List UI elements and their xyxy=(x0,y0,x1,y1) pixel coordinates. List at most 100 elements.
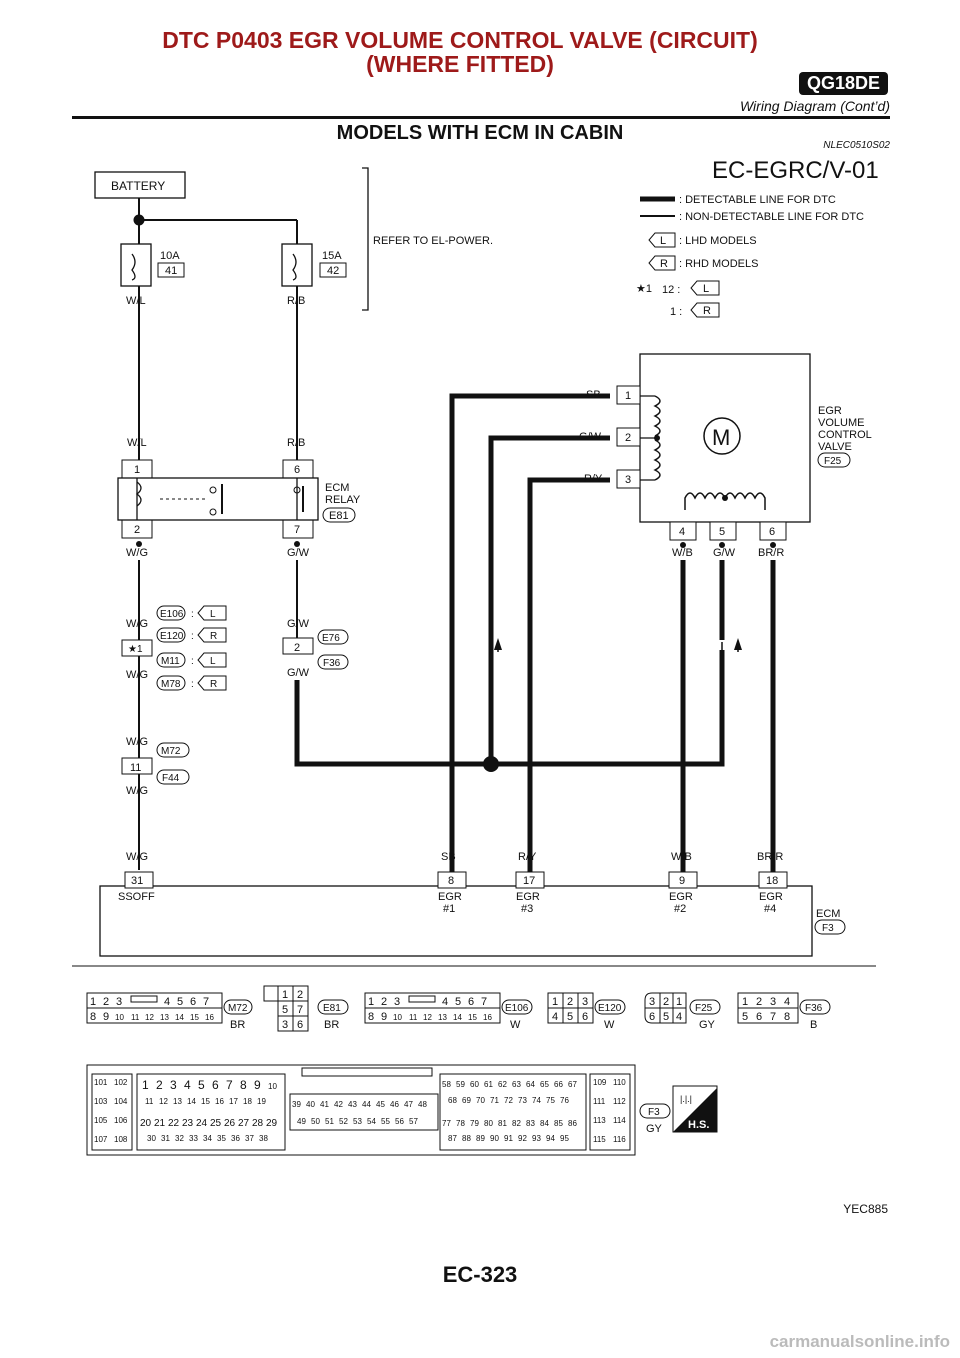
svg-text:5: 5 xyxy=(455,996,461,1008)
svg-text:BR/R: BR/R xyxy=(757,851,783,863)
image-code: YEC885 xyxy=(843,1202,888,1216)
svg-text:L: L xyxy=(703,283,709,295)
battery: BATTERY xyxy=(94,171,186,199)
svg-text:2: 2 xyxy=(381,996,387,1008)
svg-text:: DETECTABLE LINE FOR DTC: : DETECTABLE LINE FOR DTC xyxy=(679,194,836,206)
svg-text:10: 10 xyxy=(115,1013,124,1022)
svg-text:F3: F3 xyxy=(648,1107,660,1118)
page-subtitle: Wiring Diagram (Cont’d) xyxy=(739,98,890,114)
svg-text:F25: F25 xyxy=(824,456,842,467)
diagram-id: EC-EGRC/V-01 xyxy=(712,157,879,184)
svg-text:11: 11 xyxy=(131,1013,140,1022)
direction-arrows xyxy=(494,638,742,652)
svg-text:93: 93 xyxy=(532,1134,541,1143)
svg-text:: RHD MODELS: : RHD MODELS xyxy=(679,258,758,270)
svg-text:46: 46 xyxy=(390,1100,399,1109)
svg-text:BATTERY: BATTERY xyxy=(111,179,165,193)
svg-text:101: 101 xyxy=(94,1078,108,1087)
svg-text:G/W: G/W xyxy=(579,431,602,443)
svg-text:12 :: 12 : xyxy=(662,284,680,296)
svg-text:6: 6 xyxy=(190,996,196,1008)
svg-text:M: M xyxy=(712,425,730,450)
svg-text:87: 87 xyxy=(448,1134,457,1143)
svg-text:15: 15 xyxy=(190,1013,199,1022)
detectable-lines xyxy=(294,393,776,872)
ecm-terminal-18: BR/R 18 EGR #4 xyxy=(757,851,788,915)
svg-text:E81: E81 xyxy=(329,510,349,522)
svg-text:1: 1 xyxy=(282,989,288,1001)
ecm-block-b: 1 2 3 4 5 6 7 8 9 10 11 12 13 14 15 16 1… xyxy=(136,1073,286,1151)
svg-text:R: R xyxy=(703,305,711,317)
svg-text:3: 3 xyxy=(116,996,122,1008)
svg-text:19: 19 xyxy=(257,1097,266,1106)
svg-text:EC-EGRC/V-01: EC-EGRC/V-01 xyxy=(712,157,879,184)
svg-text:79: 79 xyxy=(470,1119,479,1128)
svg-text:103: 103 xyxy=(94,1097,108,1106)
svg-text:R: R xyxy=(210,631,217,642)
svg-text:34: 34 xyxy=(203,1134,212,1143)
svg-text:GY: GY xyxy=(646,1123,663,1135)
svg-text:W/G: W/G xyxy=(126,669,148,681)
svg-text:53: 53 xyxy=(353,1117,362,1126)
svg-text:16: 16 xyxy=(215,1097,224,1106)
svg-text:17: 17 xyxy=(523,875,535,887)
svg-text:2: 2 xyxy=(625,432,631,444)
svg-text:E106: E106 xyxy=(160,609,184,620)
svg-text:61: 61 xyxy=(484,1080,493,1089)
engine-badge: QG18DE xyxy=(798,72,888,95)
svg-text:★1: ★1 xyxy=(636,283,652,295)
power-wiring xyxy=(120,198,313,460)
svg-text:104: 104 xyxy=(114,1097,128,1106)
svg-text:3: 3 xyxy=(770,996,776,1008)
svg-text:13: 13 xyxy=(173,1097,182,1106)
svg-text:11: 11 xyxy=(409,1013,418,1022)
svg-text:44: 44 xyxy=(362,1100,371,1109)
svg-text:F25: F25 xyxy=(695,1003,713,1014)
svg-text:1: 1 xyxy=(676,996,682,1008)
egr-volume-control-valve: 1 2 3 SB G/W R/Y M 4 5 6 W/B G/W BR/R EG… xyxy=(579,353,872,559)
svg-text:1 :: 1 : xyxy=(670,306,682,318)
svg-text:78: 78 xyxy=(456,1119,465,1128)
svg-text:13: 13 xyxy=(160,1013,169,1022)
ecm-unit: 31 SSOFF SB 8 EGR #1 R/Y 17 EGR #3 W/B 9… xyxy=(99,851,846,957)
svg-text:BR/R: BR/R xyxy=(758,547,784,559)
svg-text:2: 2 xyxy=(294,642,300,654)
svg-text:5: 5 xyxy=(719,526,725,538)
svg-text:W/L: W/L xyxy=(126,295,146,307)
svg-text:31: 31 xyxy=(161,1134,170,1143)
svg-text:W/G: W/G xyxy=(126,736,148,748)
svg-text:69: 69 xyxy=(462,1096,471,1105)
svg-text:3: 3 xyxy=(625,474,631,486)
svg-text:5: 5 xyxy=(198,1078,205,1092)
svg-text:L: L xyxy=(210,656,216,667)
ecm-block-e: 109 110 111 112 113 114 115 116 xyxy=(589,1073,631,1151)
svg-text:4: 4 xyxy=(676,1011,682,1023)
svg-text:16: 16 xyxy=(483,1013,492,1022)
svg-text::: : xyxy=(191,631,194,642)
svg-text:82: 82 xyxy=(512,1119,521,1128)
svg-text:: NON-DETECTABLE LINE FOR DTC: : NON-DETECTABLE LINE FOR DTC xyxy=(679,211,864,223)
svg-text:50: 50 xyxy=(311,1117,320,1126)
svg-text:15A: 15A xyxy=(322,250,342,262)
svg-text:6: 6 xyxy=(212,1078,219,1092)
svg-text:6: 6 xyxy=(294,464,300,476)
svg-text:12: 12 xyxy=(159,1097,168,1106)
svg-text:86: 86 xyxy=(568,1119,577,1128)
gw-joint: G/W 2 G/W E76 F36 xyxy=(282,560,349,679)
svg-text:REFER TO EL-POWER.: REFER TO EL-POWER. xyxy=(373,235,493,247)
svg-text:113: 113 xyxy=(593,1116,606,1125)
connector-views: 1 2 3 4 5 6 7 8 9 10 11 12 13 14 15 16 M… xyxy=(86,985,831,1032)
svg-text:68: 68 xyxy=(448,1096,457,1105)
svg-text:9: 9 xyxy=(103,1011,109,1023)
svg-text:72: 72 xyxy=(504,1096,513,1105)
svg-text:7: 7 xyxy=(226,1078,233,1092)
svg-text:E120: E120 xyxy=(598,1003,622,1014)
svg-text:36: 36 xyxy=(231,1134,240,1143)
svg-text:105: 105 xyxy=(94,1116,108,1125)
svg-text:#1: #1 xyxy=(443,903,455,915)
svg-text:5: 5 xyxy=(282,1004,288,1016)
svg-text:M78: M78 xyxy=(161,679,181,690)
svg-text:W/G: W/G xyxy=(126,618,148,630)
section-title: MODELS WITH ECM IN CABIN xyxy=(336,122,624,144)
svg-text:G/W: G/W xyxy=(287,547,310,559)
